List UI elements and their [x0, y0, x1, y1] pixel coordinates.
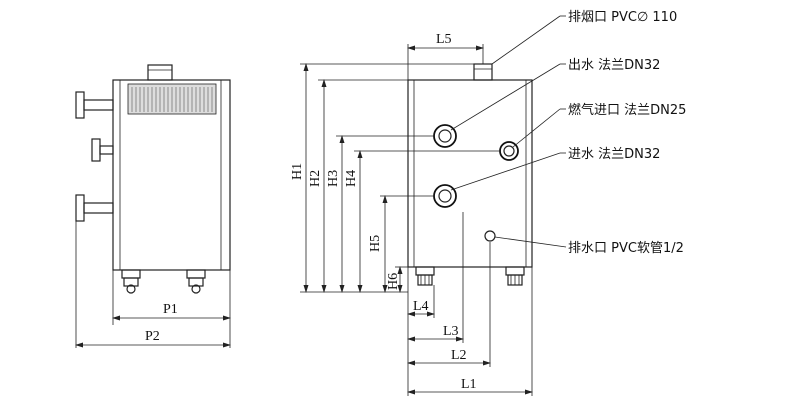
- label-flue-outlet: 排烟口 PVC∅ 110: [568, 10, 677, 25]
- port-water-in: [433, 184, 457, 208]
- side-view: P1 P2: [75, 64, 231, 348]
- port-drain: [484, 230, 496, 242]
- label-drain: 排水口 PVC软管1/2: [568, 241, 684, 256]
- dim-h2-label: H2: [308, 170, 323, 187]
- label-water-outlet: 出水 法兰DN32: [568, 58, 660, 73]
- front-foot-right: [505, 266, 525, 286]
- side-pipe-mid: [91, 138, 114, 162]
- dim-p2-label: P2: [145, 329, 160, 344]
- dim-h3-label: H3: [326, 170, 341, 187]
- dim-l2-label: L2: [451, 348, 467, 363]
- dim-h4-label: H4: [344, 170, 359, 187]
- side-pipe-top: [75, 91, 114, 119]
- side-flue-stub: [147, 64, 173, 81]
- label-water-inlet: 进水 法兰DN32: [568, 147, 660, 162]
- dim-h6-label: H6: [386, 273, 401, 290]
- dim-h5-label: H5: [368, 235, 383, 252]
- dim-l5-label: L5: [436, 32, 452, 47]
- dim-h1-label: H1: [290, 163, 305, 180]
- port-water-out: [433, 124, 457, 148]
- front-view: L5 H1 H2 H3 H4 H5 H6 L4: [290, 15, 567, 396]
- side-foot-left: [121, 269, 141, 294]
- dim-l4-label: L4: [413, 299, 429, 314]
- dim-l1-label: L1: [461, 377, 477, 392]
- label-gas-inlet: 燃气进口 法兰DN25: [568, 102, 686, 118]
- side-foot-right: [186, 269, 206, 294]
- front-foot-left: [415, 266, 435, 286]
- dim-l3-label: L3: [443, 324, 459, 339]
- front-flue-stub: [473, 63, 493, 81]
- side-pipe-bottom: [75, 194, 114, 222]
- dim-p1-label: P1: [163, 302, 178, 317]
- front-view-body: [407, 79, 533, 268]
